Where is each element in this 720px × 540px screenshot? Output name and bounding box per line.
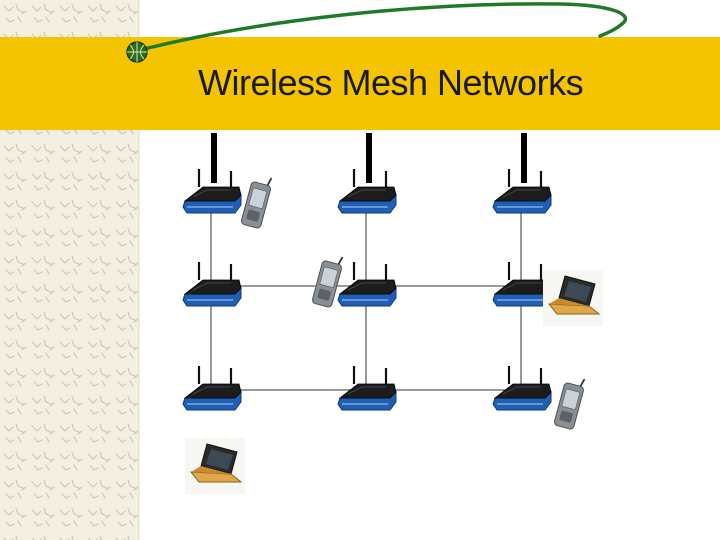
uplinks-layer: [211, 133, 527, 183]
pda-icon: [554, 378, 586, 430]
laptop-icon: [543, 270, 603, 326]
title-band: [0, 37, 720, 130]
wired-uplink: [366, 133, 372, 183]
pda-icon: [241, 177, 273, 229]
swoosh-line: [138, 2, 628, 52]
wireless-router-icon: [492, 366, 552, 411]
wireless-router-icon: [182, 169, 242, 214]
wireless-router-icon: [337, 366, 397, 411]
wireless-router-icon: [337, 169, 397, 214]
slide-title: Wireless Mesh Networks: [198, 62, 584, 103]
wireless-router-icon: [492, 169, 552, 214]
wired-uplink: [521, 133, 527, 183]
wired-uplink: [211, 133, 217, 183]
wireless-router-icon: [337, 262, 397, 307]
nodes-layer: [182, 169, 552, 411]
wireless-router-icon: [182, 366, 242, 411]
pda-icon: [312, 256, 344, 308]
wireless-router-icon: [182, 262, 242, 307]
wireless-router-icon: [492, 262, 552, 307]
panel-divider: [138, 0, 139, 540]
globe-icon: [126, 41, 148, 63]
laptop-icon: [185, 438, 245, 494]
clients-layer: [185, 177, 603, 494]
